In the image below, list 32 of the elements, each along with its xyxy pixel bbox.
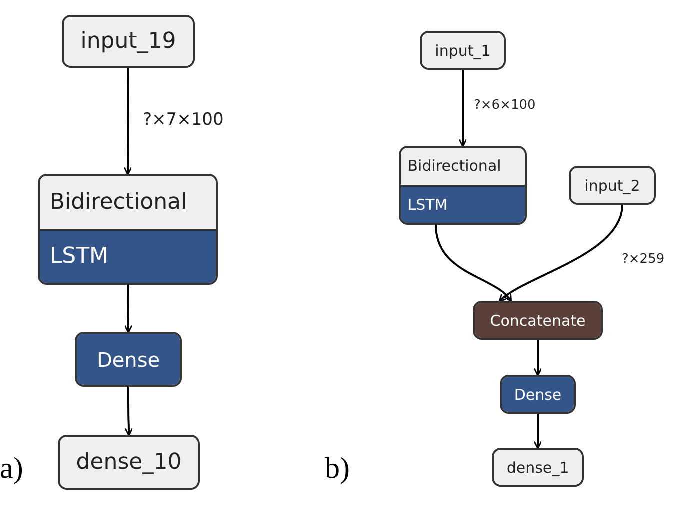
layer-box	[62, 15, 195, 68]
layer-wrapper-label: Bidirectional	[408, 157, 502, 176]
arrow	[124, 285, 133, 334]
layer-box	[38, 174, 218, 285]
arrow	[534, 414, 542, 450]
layer-label: input_1	[435, 42, 491, 60]
layer-label: input_2	[584, 176, 640, 194]
layer-box	[500, 375, 576, 414]
arrow	[498, 204, 624, 302]
layer-label: dense_1	[506, 458, 570, 476]
panel-label: b)	[325, 452, 350, 486]
layer-label: Concatenate	[490, 312, 586, 330]
layer-label: Dense	[514, 386, 562, 404]
layer-box	[473, 301, 603, 340]
arrow	[534, 340, 542, 376]
layer-box	[492, 448, 584, 487]
arrow	[124, 68, 132, 176]
arrow	[458, 70, 468, 148]
layer-box	[569, 166, 656, 205]
layer-label: Dense	[96, 348, 160, 372]
layer-box	[58, 435, 200, 490]
layer-box	[399, 146, 527, 225]
layer-label: dense_10	[76, 450, 182, 475]
layer-wrapper-label: Bidirectional	[50, 190, 188, 215]
arrow	[124, 387, 134, 436]
layer-label: input_19	[80, 29, 176, 54]
arrow	[435, 224, 512, 302]
layer-box	[420, 31, 506, 70]
layer-box	[75, 332, 182, 387]
layer-type-label: LSTM	[408, 196, 448, 214]
layer-type-label: LSTM	[50, 244, 109, 270]
panel-label: a)	[0, 452, 24, 486]
